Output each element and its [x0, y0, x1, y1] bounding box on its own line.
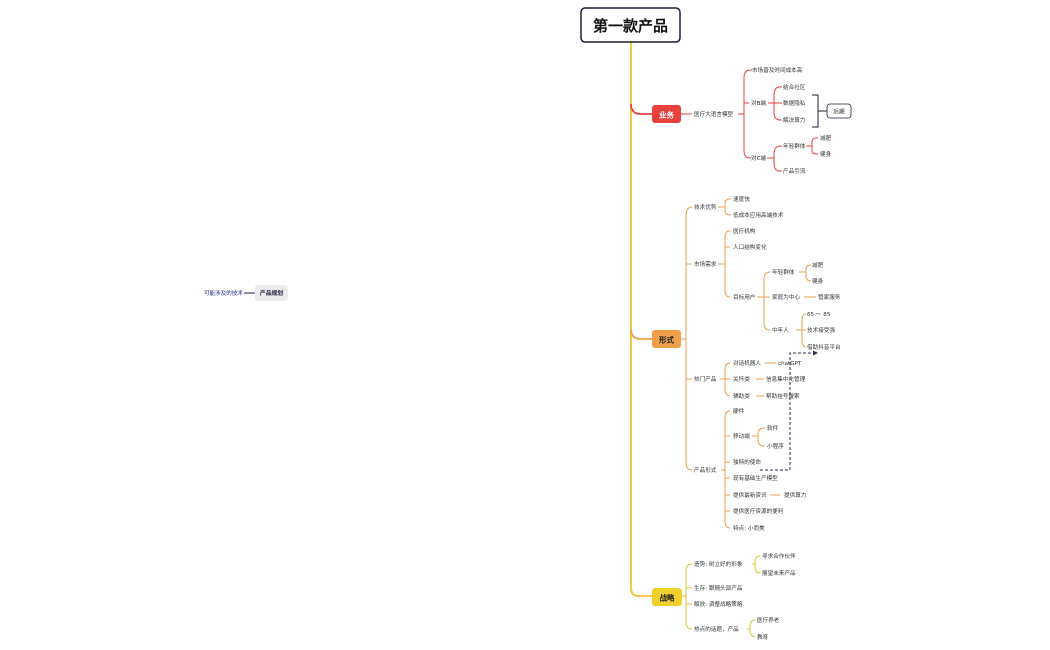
node-info-mgmt[interactable]: 信息集中化管理 — [766, 375, 806, 383]
node-fast[interactable]: 速度快 — [733, 195, 750, 203]
later-label: 后期 — [833, 108, 845, 116]
node-care[interactable]: 关怀类 — [733, 375, 750, 383]
node-b-side[interactable]: 对B端 — [751, 99, 766, 107]
node-feature[interactable]: 特点: 小而美 — [733, 524, 765, 532]
trunk-to-form — [630, 328, 652, 340]
strategy-labels: 造势: 树立好的形象 寻求合作伙伴 展望未来产品 生存: 跟随头部产品 解放: … — [694, 552, 796, 641]
node-privacy[interactable]: 数据隐私 — [783, 99, 806, 107]
node-partner[interactable]: 寻求合作伙伴 — [762, 552, 796, 560]
node-topic[interactable]: 热点的话题，产品 — [694, 625, 739, 633]
node-medical-llm[interactable]: 医疗大语言模型 — [694, 110, 734, 118]
trunk-to-business — [630, 103, 652, 115]
node-search[interactable]: 帮助挂号搜索 — [766, 392, 800, 400]
node-c-side[interactable]: 对C端 — [751, 154, 766, 162]
node-assist[interactable]: 辅助类 — [733, 392, 750, 400]
node-fitness-f[interactable]: 健身 — [812, 277, 824, 285]
node-compute[interactable]: 解决算力 — [783, 116, 806, 124]
node-early[interactable]: 造势: 树立好的形象 — [694, 560, 743, 568]
node-middle[interactable]: 中年人 — [772, 326, 789, 334]
later-node[interactable]: 后期 — [826, 103, 852, 119]
strategy-title: 战略 — [660, 593, 675, 603]
node-housekeeping[interactable]: 管家服务 — [818, 293, 841, 301]
node-compute-f[interactable]: 提供算力 — [784, 491, 807, 499]
side-label: 可能涉及的技术 — [204, 289, 244, 297]
dashed-relation-arrowhead — [813, 350, 818, 356]
side-node[interactable]: 产品规划 — [255, 285, 288, 301]
node-community[interactable]: 结合社区 — [783, 83, 806, 91]
node-douyin[interactable]: 借助抖音平台 — [807, 343, 841, 351]
node-hot[interactable]: 热门产品 — [694, 375, 717, 383]
node-software[interactable]: 软件 — [767, 424, 779, 432]
node-unique[interactable]: 独特的使命 — [733, 458, 761, 466]
node-population[interactable]: 人口结构变化 — [733, 243, 767, 251]
business-title: 业务 — [659, 110, 674, 120]
connector-lines — [244, 42, 827, 638]
node-lose-weight-f[interactable]: 减肥 — [812, 261, 824, 269]
node-tech[interactable]: 技术优势 — [694, 203, 717, 211]
node-future[interactable]: 展望未来产品 — [762, 569, 796, 577]
root-node[interactable]: 第一款产品 — [580, 7, 681, 43]
node-fitness-b[interactable]: 健身 — [820, 150, 832, 158]
node-resources[interactable]: 提供医疗资源的便利 — [733, 507, 784, 515]
node-shape[interactable]: 产品形式 — [694, 466, 717, 474]
node-young-b[interactable]: 年轻群体 — [783, 142, 806, 150]
node-accept[interactable]: 技术接受强 — [807, 326, 835, 334]
node-adjust[interactable]: 解放: 调整战略策略 — [694, 600, 743, 608]
dashed-relation-line — [760, 352, 816, 471]
node-elderly[interactable]: 医疗养老 — [757, 616, 780, 624]
node-lose-weight-b[interactable]: 减肥 — [820, 134, 832, 142]
business-lines — [680, 69, 818, 172]
node-existing[interactable]: 现有基础生产模型 — [733, 474, 778, 482]
later-bracket — [812, 94, 827, 128]
node-education[interactable]: 教育 — [757, 633, 769, 641]
form-lines — [680, 198, 816, 529]
node-chatbot[interactable]: 对话机器人 — [733, 359, 761, 367]
form-labels: 技术优势 速度快 低成本应用高端技术 市场需求 医疗机构 人口结构变化 目标用户… — [694, 195, 841, 532]
node-hardware[interactable]: 硬件 — [733, 407, 745, 415]
node-mobile[interactable]: 移动端 — [733, 432, 750, 440]
node-young-f[interactable]: 年轻群体 — [772, 268, 795, 276]
node-low-cost[interactable]: 低成本应用高端技术 — [733, 211, 784, 219]
business-labels: 医疗大语言模型 市场普及时间成本高 对B端 结合社区 数据隐私 解决算力 对C端… — [694, 66, 832, 175]
node-chatgpt[interactable]: chatGPT — [778, 361, 802, 367]
side-node-label: 产品规划 — [260, 289, 283, 297]
root-title: 第一款产品 — [593, 17, 668, 35]
strategy-node[interactable]: 战略 — [652, 588, 682, 606]
node-family[interactable]: 家庭为中心 — [772, 293, 800, 301]
node-traffic[interactable]: 产品引流 — [783, 167, 806, 175]
node-target[interactable]: 目标用户 — [733, 293, 755, 301]
business-node[interactable]: 业务 — [652, 105, 681, 123]
form-title: 形式 — [659, 335, 674, 345]
trunk-line — [630, 42, 652, 597]
node-news[interactable]: 提供最新资讯 — [733, 491, 767, 499]
node-market-cost[interactable]: 市场普及时间成本高 — [752, 66, 803, 74]
node-age[interactable]: 65 ～ 85 — [807, 312, 831, 318]
node-demand[interactable]: 市场需求 — [694, 260, 717, 268]
node-medical-org[interactable]: 医疗机构 — [733, 227, 756, 235]
node-survive[interactable]: 生存: 跟随头部产品 — [694, 584, 743, 592]
form-node[interactable]: 形式 — [652, 330, 681, 348]
node-miniapp[interactable]: 小程序 — [767, 442, 784, 450]
strategy-lines — [682, 555, 761, 638]
